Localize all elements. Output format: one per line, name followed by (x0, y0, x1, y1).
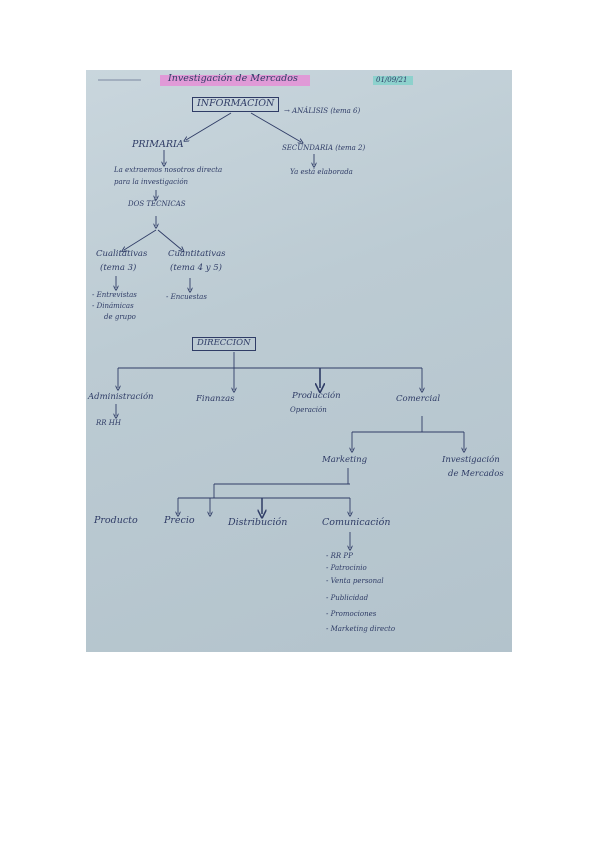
node-cualitativas: Cualitativas (96, 249, 148, 259)
node-marketing: Marketing (322, 455, 368, 465)
title-highlight (160, 75, 310, 86)
cual-item-2: - Dinámicas (92, 302, 134, 310)
concept-map-connectors (98, 79, 512, 652)
node-informacion: INFORMACIÓN (192, 97, 280, 112)
date-highlight (373, 76, 413, 85)
node-comunicacion: Comunicación (322, 517, 391, 528)
com-item-2: - Patrocinio (326, 564, 367, 572)
node-direccion: DIRECCIÓN (192, 337, 256, 351)
com-item-5: - Promociones (326, 610, 377, 618)
page-date: 01/09/21 (376, 76, 408, 84)
cualitativas-tema: (tema 3) (100, 263, 137, 273)
node-analisis: → ANÁLISIS (tema 6) (284, 107, 361, 115)
node-cuantitativas: Cuantitativas (168, 249, 226, 259)
cuantitativas-tema: (tema 4 y 5) (170, 263, 222, 273)
node-comercial: Comercial (396, 394, 441, 404)
node-investigacion: Investigación (442, 455, 500, 465)
node-finanzas: Finanzas (196, 394, 235, 404)
cual-item-1: - Entrevistas (92, 291, 137, 299)
cuant-item-1: - Encuestas (166, 293, 207, 301)
node-operacion: Operación (290, 406, 327, 414)
notebook-page: Investigación de Mercados 01/09/21 INFOR… (86, 70, 512, 652)
node-primaria: PRIMARIA (132, 139, 184, 150)
node-distribucion: Distribución (228, 517, 288, 528)
node-producto: Producto (94, 515, 138, 526)
com-item-3: - Venta personal (326, 577, 384, 585)
secundaria-desc: Ya está elaborada (290, 168, 353, 176)
com-item-1: - RR PP (326, 552, 353, 560)
node-precio: Precio (164, 515, 195, 526)
com-item-6: - Marketing directo (326, 625, 396, 633)
primaria-desc-2: para la investigación (114, 178, 189, 186)
node-dos-tecnicas: DOS TÉCNICAS (128, 200, 186, 208)
node-rrhh: RR HH (96, 419, 121, 427)
node-administracion: Administración (88, 392, 154, 402)
cual-item-3: de grupo (104, 313, 136, 321)
com-item-4: - Publicidad (326, 594, 369, 602)
primaria-desc-1: La extraemos nosotros directa (114, 166, 223, 174)
node-secundaria: SECUNDARIA (tema 2) (282, 144, 366, 152)
node-produccion: Producción (292, 391, 341, 401)
page-title: Investigación de Mercados (168, 73, 298, 84)
node-investigacion-2: de Mercados (448, 469, 504, 479)
